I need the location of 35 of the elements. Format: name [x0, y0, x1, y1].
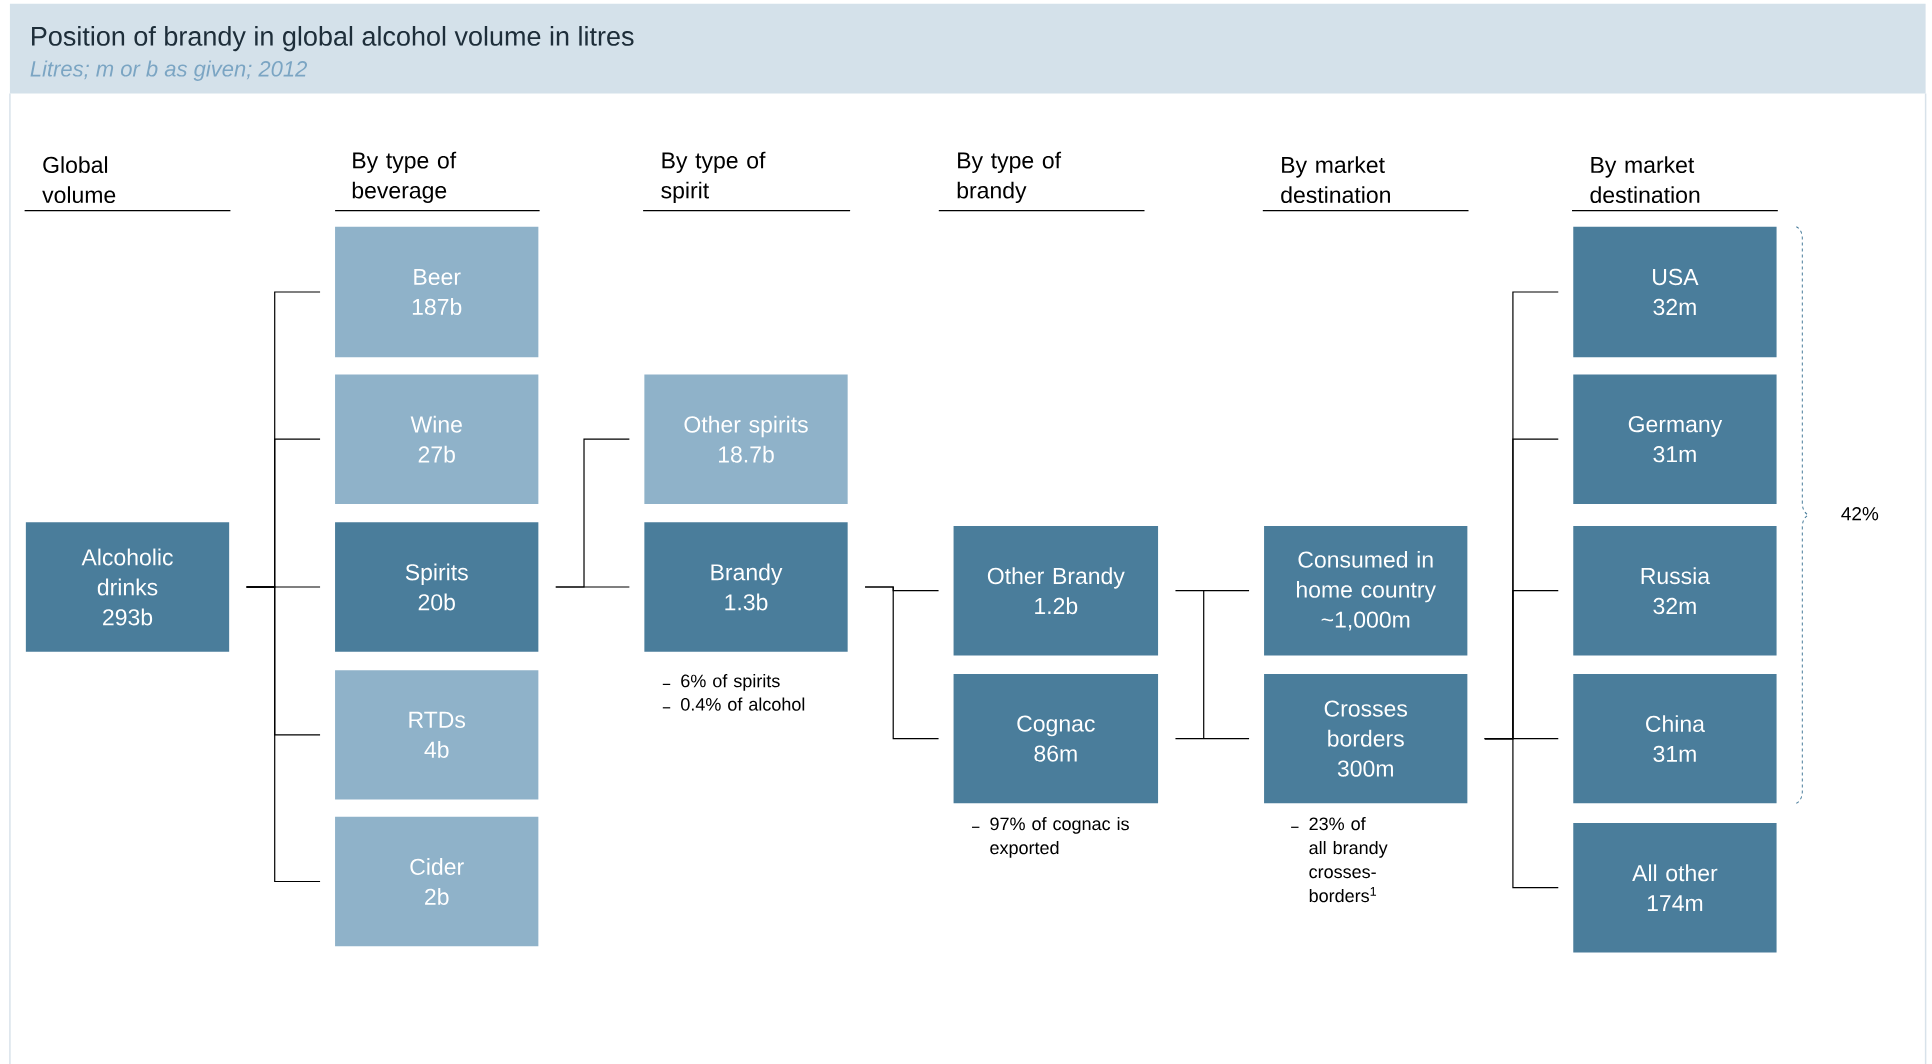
value-box: Brandy 1.3b	[644, 522, 848, 652]
value-box: All other 174m	[1573, 823, 1777, 953]
value-box: Russia 32m	[1573, 526, 1777, 656]
column-header: Global volume	[42, 156, 116, 204]
note-text: 97% of cognac is exported	[990, 817, 1129, 858]
value-box: Other spirits 18.7b	[644, 374, 848, 504]
column-header: By market destination	[1590, 156, 1700, 204]
title: Position of brandy in global alcohol volume in litres	[32, 26, 634, 52]
value-box: Spirits 20b	[335, 522, 539, 652]
note-text: 0.4% of alcohol	[681, 697, 805, 711]
connector-line	[1484, 738, 1559, 889]
connector-line	[555, 586, 630, 588]
value-box: China 31m	[1573, 673, 1777, 804]
value-box: USA 32m	[1573, 226, 1777, 358]
value-box: Beer 187b	[335, 226, 539, 358]
note-text: 23% of all brandy crosses-borders$^{1}$	[1309, 817, 1388, 903]
value-box: Cognac 86m	[953, 673, 1159, 804]
value-box: Alcoholic drinks 293b	[25, 522, 230, 652]
percent-label: 42%	[1841, 507, 1879, 521]
value-box: RTDs 4b	[335, 670, 539, 800]
value-box: Consumed in home country ~1,000m	[1264, 526, 1468, 656]
subtitle: Litres; m or b as given; 2012	[30, 60, 308, 81]
value-box: Crosses borders 300m	[1264, 673, 1468, 804]
column-header: By type of spirit	[661, 151, 766, 204]
connector-line	[864, 586, 940, 740]
value-box: Wine 27b	[335, 374, 539, 504]
value-box: Other Brandy 1.2b	[953, 526, 1159, 656]
value-box: Cider 2b	[335, 816, 539, 947]
column-header: By type of beverage	[352, 151, 457, 204]
connector-line	[1174, 590, 1250, 740]
note-text: 6% of spirits	[681, 674, 780, 691]
value-box: Germany 31m	[1573, 374, 1777, 504]
column-header: By market destination	[1281, 156, 1390, 204]
connector-line	[245, 586, 321, 883]
column-header: By type of brandy	[957, 151, 1062, 204]
